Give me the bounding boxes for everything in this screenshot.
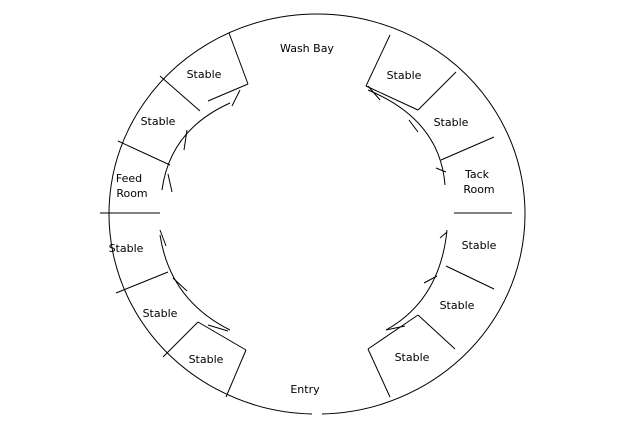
- stable-right-5-label: Stable: [395, 351, 430, 364]
- stable-left-4-label: Stable: [143, 307, 178, 320]
- tack-room-label-line2: Room: [463, 183, 494, 196]
- inner-wall-right-lower: [385, 229, 448, 331]
- feed-room-label-line1: Feed: [116, 172, 142, 185]
- outer-wall: [108, 13, 526, 415]
- tack-room-label-line1: Tack: [464, 168, 490, 181]
- stable-right-4-label: Stable: [440, 299, 475, 312]
- inner-wall-left-upper: [161, 102, 231, 191]
- inner-wall-left-lower: [159, 234, 231, 331]
- stable-right-2-label: Stable: [434, 116, 469, 129]
- room-partitions: [100, 32, 512, 398]
- stable-left-2-label: Stable: [141, 115, 176, 128]
- stable-left-1-label: Stable: [187, 68, 222, 81]
- feed-room-label-line2: Room: [116, 187, 147, 200]
- stable-left-3-label: Stable: [109, 242, 144, 255]
- wash-bay-label: Wash Bay: [280, 42, 334, 55]
- entry-label: Entry: [290, 383, 320, 396]
- stable-left-5-label: Stable: [189, 353, 224, 366]
- stall-door-marks: [159, 85, 448, 332]
- stable-right-1-label: Stable: [387, 69, 422, 82]
- stable-right-3-label: Stable: [462, 239, 497, 252]
